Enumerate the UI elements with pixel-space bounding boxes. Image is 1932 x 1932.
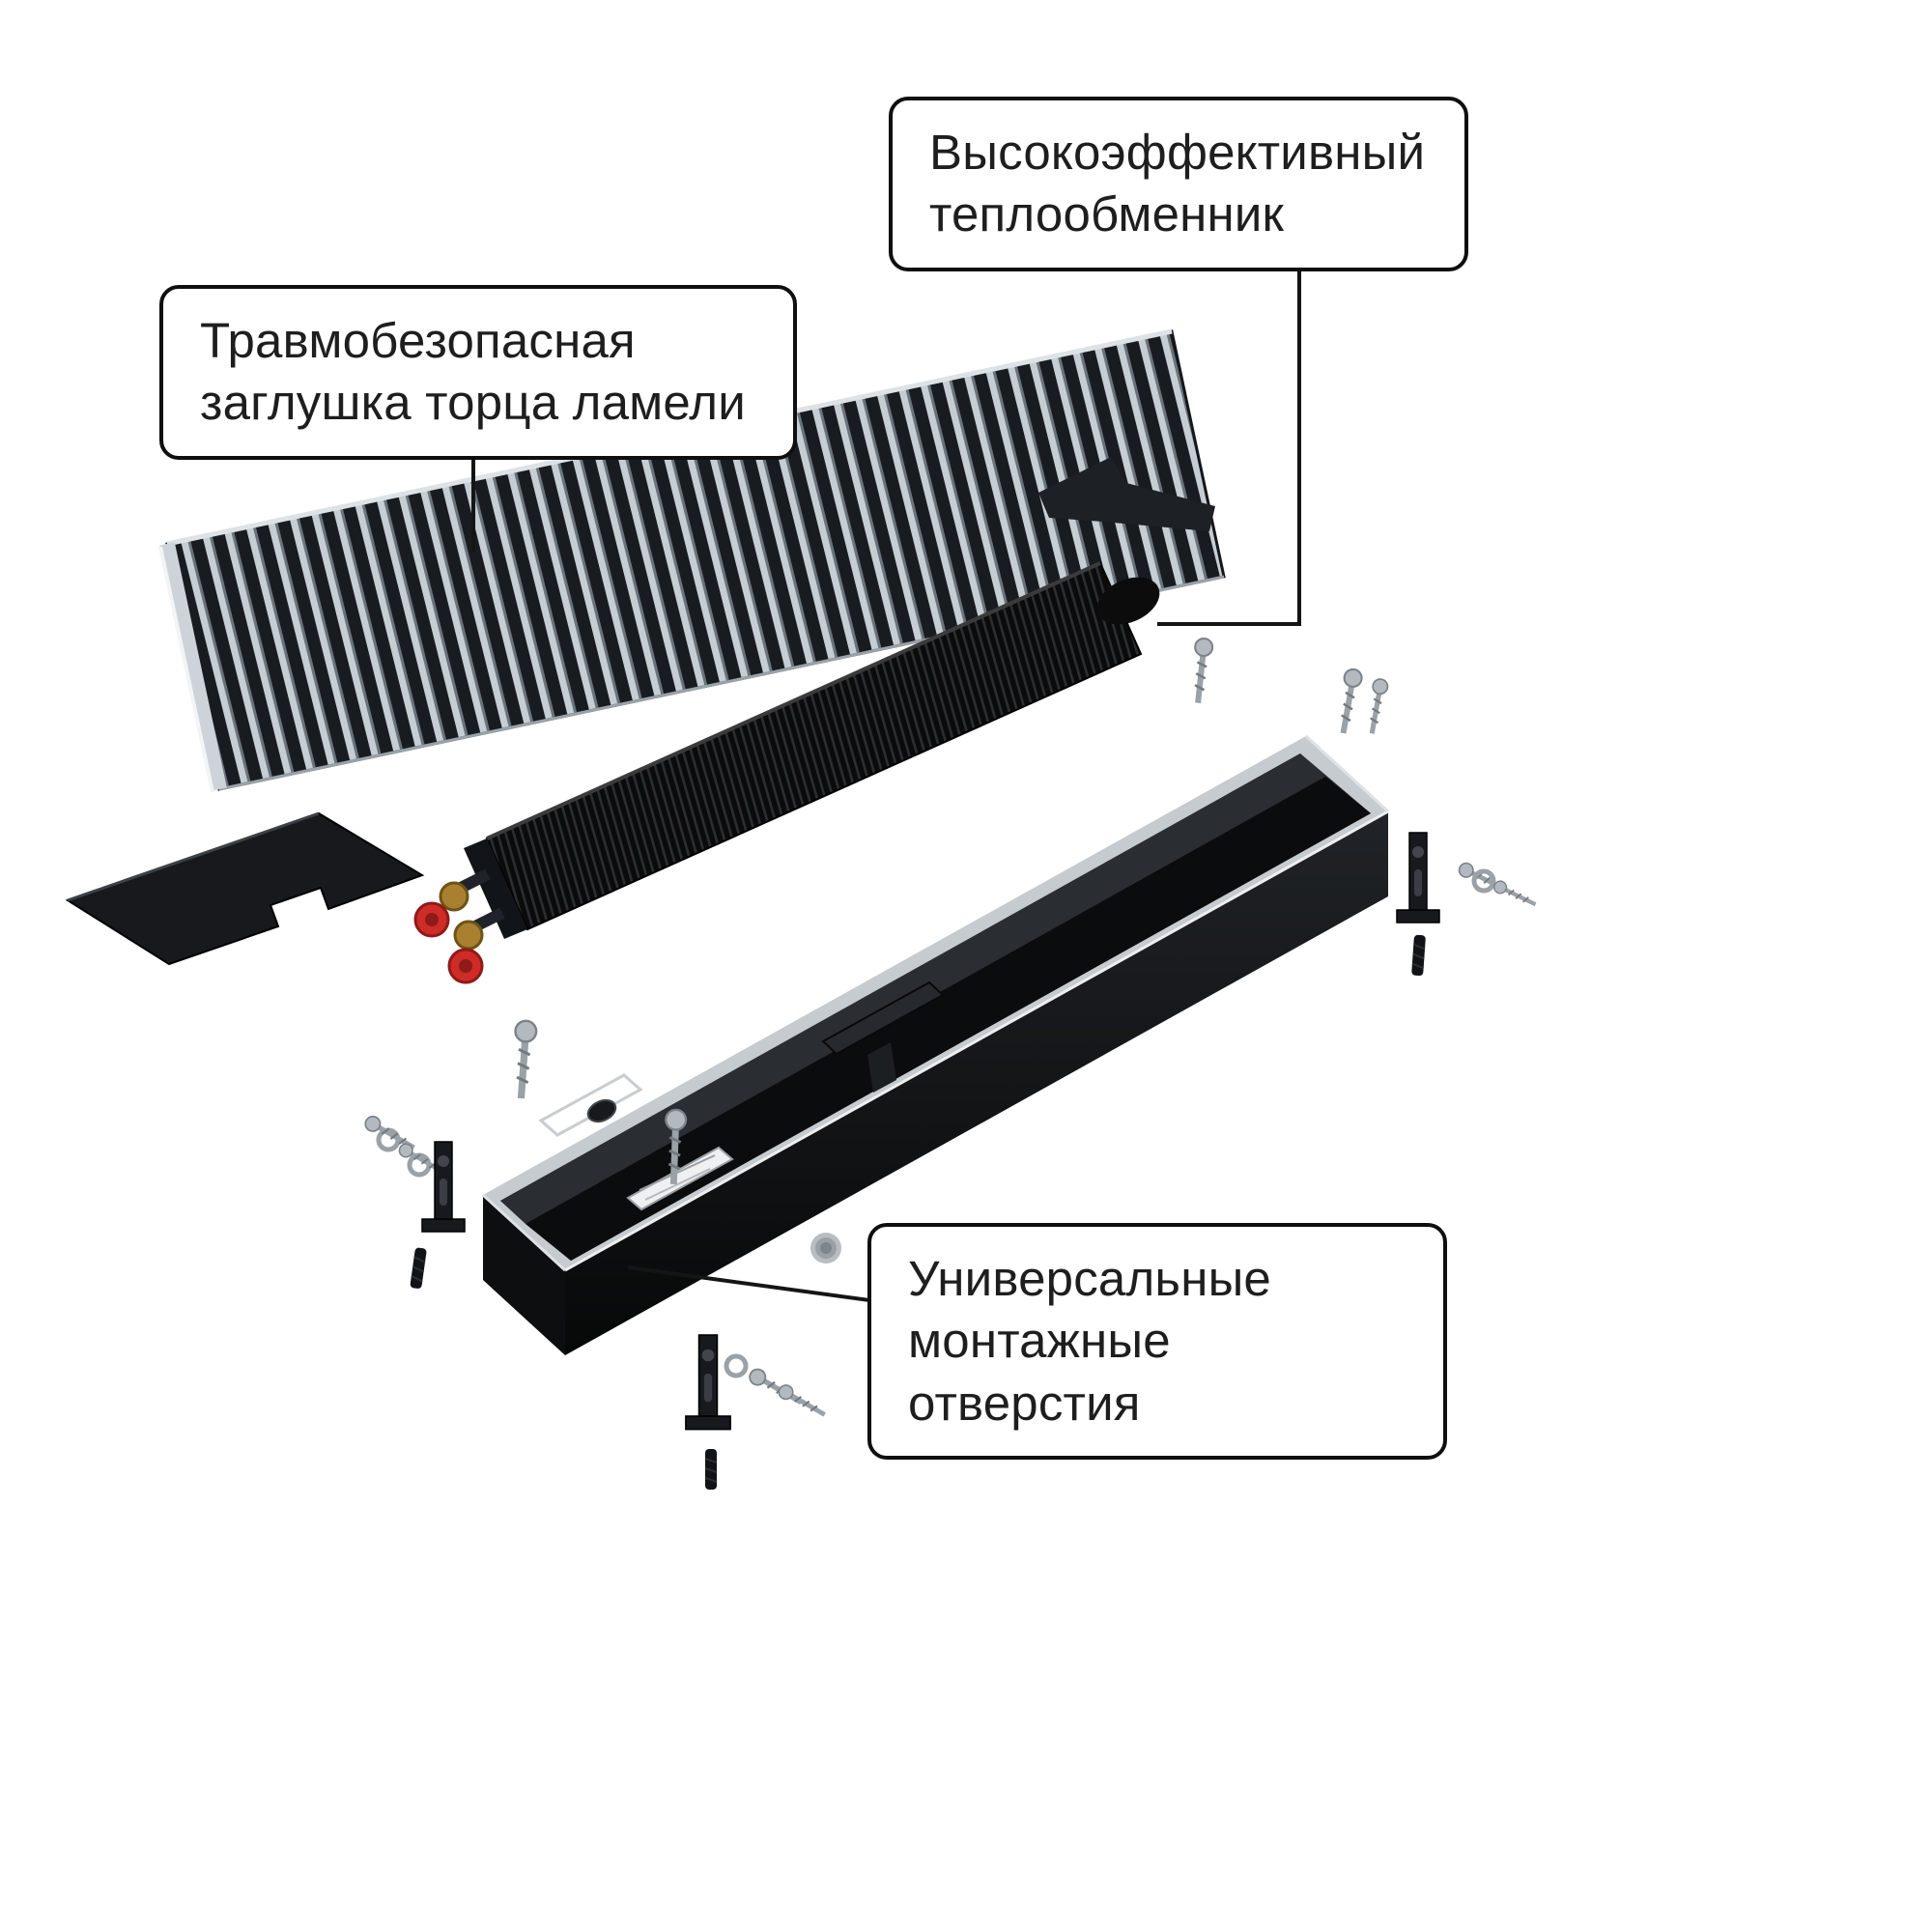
casing-floor <box>526 777 1371 1261</box>
screw-icon <box>1189 638 1213 704</box>
callout-lamella-end-cap-label: Травмобезопасная заглушка торца ламели <box>200 313 746 431</box>
rim-right-edge <box>1304 734 1390 813</box>
brass-fitting <box>453 920 484 951</box>
callout-mounting-holes-label: Универсальные монтажные отверстия <box>908 1251 1271 1431</box>
callout-mounting-holes: Универсальные монтажные отверстия <box>867 1223 1447 1460</box>
heat-exchanger <box>413 561 1160 984</box>
mounting-bracket-icon <box>1396 832 1440 923</box>
brass-fitting <box>439 881 469 912</box>
casing-near-wall <box>565 811 1388 1355</box>
screw-icon <box>777 1382 829 1420</box>
screw-icon <box>1335 668 1363 734</box>
dowel-icon <box>704 1448 718 1491</box>
screw-icon <box>1365 678 1389 735</box>
screw-icon <box>511 1020 537 1099</box>
leader-line-mounting-holes <box>627 1265 885 1304</box>
callout-heat-exchanger: Высокоэффективный теплообменник <box>889 97 1468 271</box>
mounting-bracket-icon <box>421 1141 466 1233</box>
drain-plug <box>810 1233 841 1264</box>
grille-end-highlight <box>158 546 214 793</box>
rim-near-edge <box>564 810 1389 1272</box>
grille-end-profile <box>159 542 227 791</box>
dowel-icon <box>1410 933 1427 978</box>
roll-grille <box>158 328 1226 793</box>
interior-cutout-outline <box>538 1073 643 1137</box>
exchanger-top-edge <box>486 561 1101 840</box>
dowel-icon <box>409 1246 428 1291</box>
screw-icon <box>747 1367 805 1409</box>
casing-left-wall <box>483 1195 565 1355</box>
callout-lamella-end-cap: Травмобезопасная заглушка торца ламели <box>159 285 797 460</box>
interior-brace <box>821 980 945 1056</box>
valve-red-caps <box>413 901 484 984</box>
washer-icon <box>726 1356 746 1376</box>
exchanger-end-plate <box>464 838 527 939</box>
leader-line-heat-exchanger <box>1157 242 1301 626</box>
lamella-end-cap-plate <box>65 811 425 966</box>
exchanger-elbow <box>1096 577 1160 625</box>
casing-trench-box <box>481 734 1390 1355</box>
callout-heat-exchanger-label: Высокоэффективный теплообменник <box>929 125 1426 242</box>
casing-far-wall <box>500 753 1325 1224</box>
interior-brace-tab <box>867 1042 896 1093</box>
screw-icon <box>1492 879 1539 910</box>
grille-bracket <box>1038 457 1215 531</box>
end-cap-edge-highlight <box>67 811 320 902</box>
interior-hole <box>586 1098 617 1123</box>
product-label-sticker <box>626 1146 734 1211</box>
mounting-bracket-icon <box>685 1334 731 1431</box>
rim-left-edge <box>481 1193 567 1272</box>
